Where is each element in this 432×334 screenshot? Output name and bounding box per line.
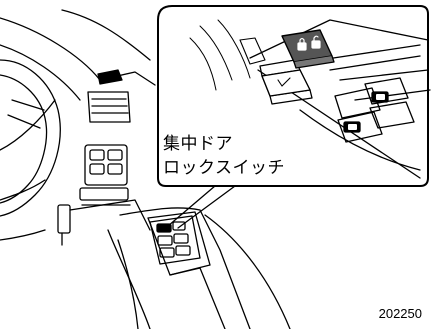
unlock-icon xyxy=(311,35,321,49)
callout-label: 集中ドア ロックスイッチ xyxy=(160,132,288,180)
callout-label-line2: ロックスイッチ xyxy=(163,158,285,178)
figure-number: 202250 xyxy=(378,306,422,321)
steering-wheel xyxy=(0,59,61,217)
door-panel xyxy=(107,207,291,330)
callout-label-line1: 集中ドア xyxy=(163,134,233,154)
unlock-switch xyxy=(261,69,311,97)
window-switch-icon xyxy=(343,91,389,133)
lock-switch xyxy=(281,29,335,69)
lock-icon xyxy=(297,37,307,51)
window-switch-panel-small xyxy=(149,215,201,265)
air-vent xyxy=(87,69,131,123)
center-console xyxy=(57,144,151,246)
dashboard-lines xyxy=(0,9,156,241)
